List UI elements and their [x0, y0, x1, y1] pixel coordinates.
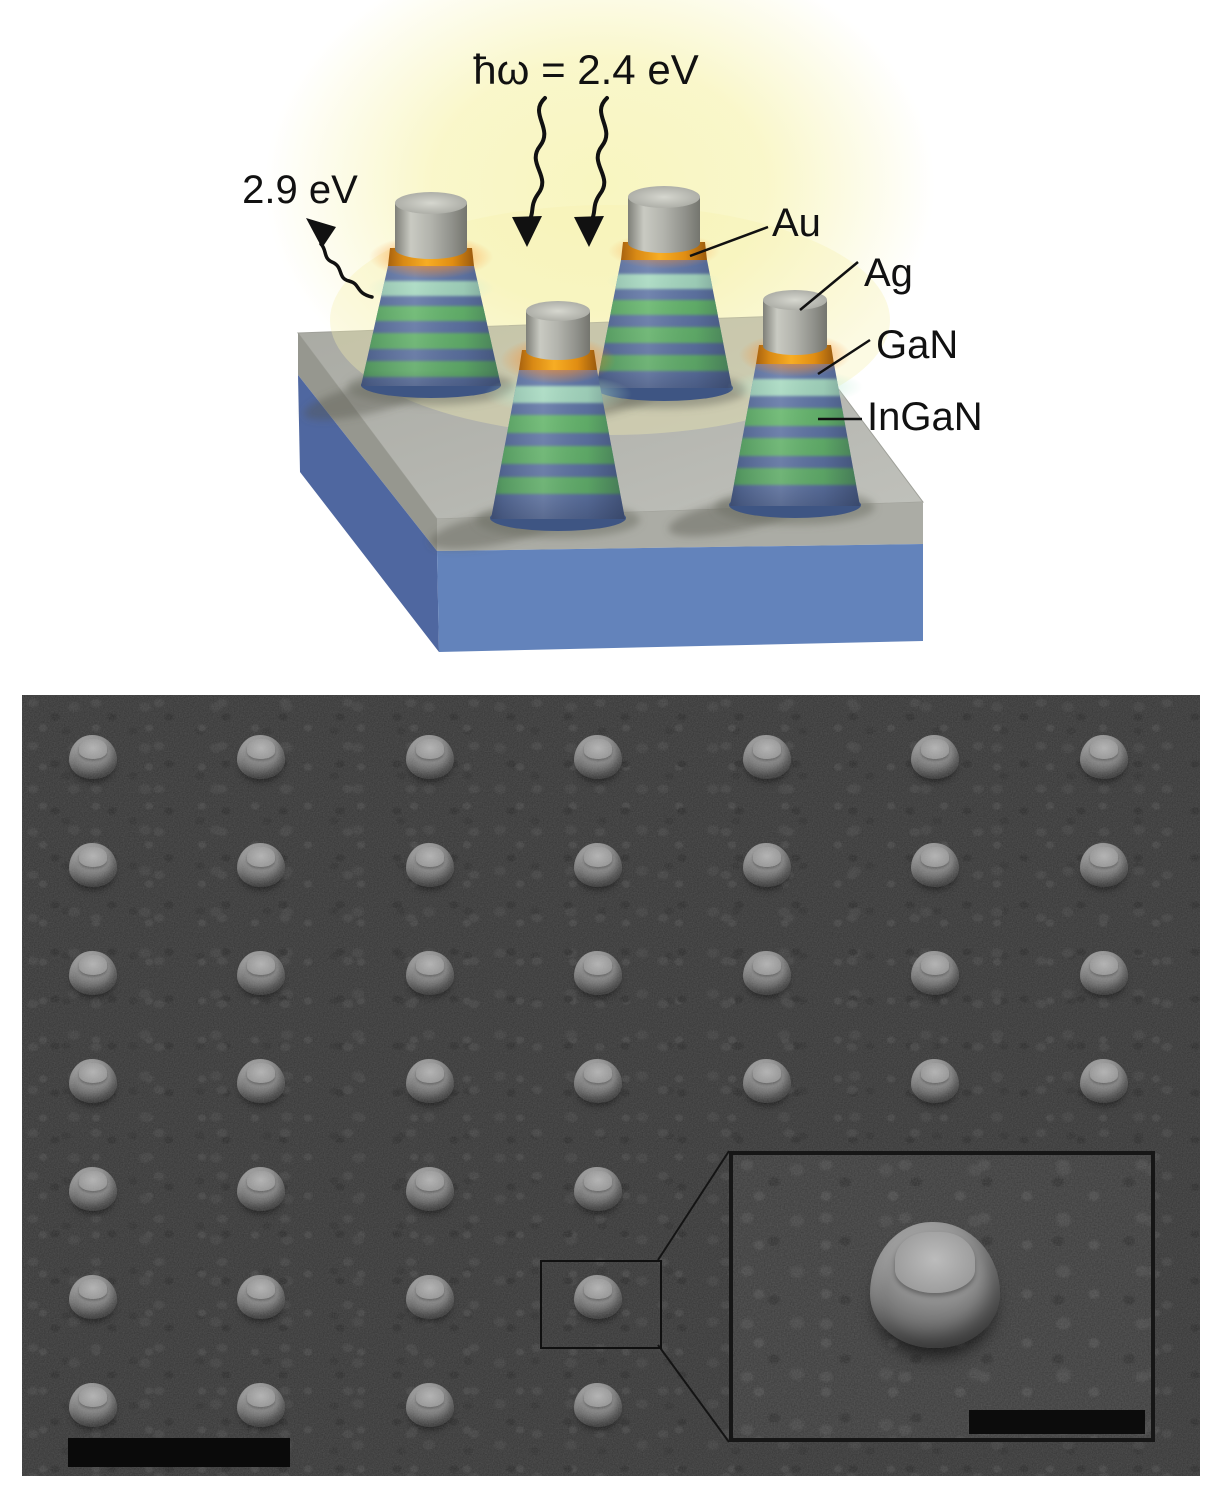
nanostructure-dome [1080, 735, 1128, 779]
pillar-body [361, 266, 501, 386]
nanostructure-dome [574, 843, 622, 887]
nanostructure-dome [406, 1167, 454, 1211]
nanostructure-dome [69, 1275, 117, 1319]
emission-arrowhead [306, 218, 336, 248]
gan-label: GaN [876, 323, 958, 367]
selection-box [540, 1260, 662, 1349]
nanostructure-dome [69, 951, 117, 995]
ag-cap-top [526, 301, 590, 321]
nanostructure-dome [1080, 843, 1128, 887]
nanostructure-dome [237, 1059, 285, 1103]
nanostructure-dome [69, 843, 117, 887]
slab-gray-left-face [298, 333, 437, 551]
nanostructure-dome [406, 735, 454, 779]
excitation-arrow-right [590, 96, 609, 221]
inset-scale-bar [969, 1410, 1145, 1434]
nanostructure-dome [743, 843, 791, 887]
au-label: Au [772, 201, 821, 245]
emission-arrow [319, 242, 374, 299]
excitation-arrows [528, 96, 609, 221]
nanostructure-dome [237, 1383, 285, 1427]
arrowhead-left [512, 216, 542, 247]
nanopillar-back-middle [537, 186, 747, 422]
ingan-label: InGaN [867, 395, 983, 439]
nanopillar-front-left [429, 301, 640, 550]
pillar-body [730, 364, 860, 506]
zoom-inset [729, 1151, 1155, 1442]
gan-label-line [817, 338, 871, 376]
nanostructure-dome [574, 735, 622, 779]
nanopillar-back-left [303, 192, 515, 420]
nanopillar-front-right [668, 290, 875, 537]
nanostructure-dome [406, 843, 454, 887]
ag-cap-top [763, 290, 827, 310]
slab-blue-left-face [298, 375, 439, 652]
excitation-arrow-left [528, 96, 547, 221]
nanostructure-dome [911, 843, 959, 887]
nanostructure-dome [69, 1167, 117, 1211]
nanostructure-dome [743, 1059, 791, 1103]
ag-cap [526, 311, 590, 360]
ag-cap-top [628, 186, 700, 208]
excitation-energy-label: ħω = 2.4 eV [473, 46, 698, 93]
nanostructure-dome [406, 1275, 454, 1319]
nanostructure-dome [911, 951, 959, 995]
nanostructure-dome [69, 1059, 117, 1103]
nanostructure-dome [237, 951, 285, 995]
ag-cap [628, 197, 700, 253]
nanostructure-dome [237, 1167, 285, 1211]
nanostructure-dome [574, 1383, 622, 1427]
nanostructure-dome [574, 951, 622, 995]
nanostructure-dome [406, 1383, 454, 1427]
ag-label: Ag [864, 251, 913, 295]
nanostructure-dome [406, 951, 454, 995]
ag-cap [763, 300, 827, 355]
nanostructure-dome [743, 735, 791, 779]
emission-energy-label: 2.9 eV [242, 168, 358, 212]
nanostructure-dome [743, 951, 791, 995]
pillar-body [596, 260, 732, 388]
nanostructure-dome [574, 1167, 622, 1211]
sem-micrograph [22, 695, 1200, 1476]
nanostructure-dome [1080, 1059, 1128, 1103]
label-leader-lines [689, 225, 871, 421]
au-label-line [689, 225, 769, 258]
nanostructure-dome [237, 843, 285, 887]
nanostructure-dome [406, 1059, 454, 1103]
nanostructure-dome [911, 1059, 959, 1103]
ag-cap [395, 203, 467, 259]
slab-blue-front-face [437, 544, 923, 652]
nanostructure-dome [911, 735, 959, 779]
nanostructure-dome [1080, 951, 1128, 995]
sem-scale-bar [68, 1438, 290, 1467]
nanostructure-dome [237, 1275, 285, 1319]
nanostructure-dome [69, 735, 117, 779]
arrowhead-right [574, 216, 604, 247]
nanostructure-dome [69, 1383, 117, 1427]
inset-nanostructure-dome [870, 1222, 1000, 1348]
ag-label-line [799, 261, 859, 311]
nanostructure-dome [237, 735, 285, 779]
nanostructure-dome [574, 1059, 622, 1103]
ag-cap-top [395, 192, 467, 214]
schematic-panel: ħω = 2.4 eV 2.9 eV Au Ag GaN InGaN [242, 0, 983, 652]
